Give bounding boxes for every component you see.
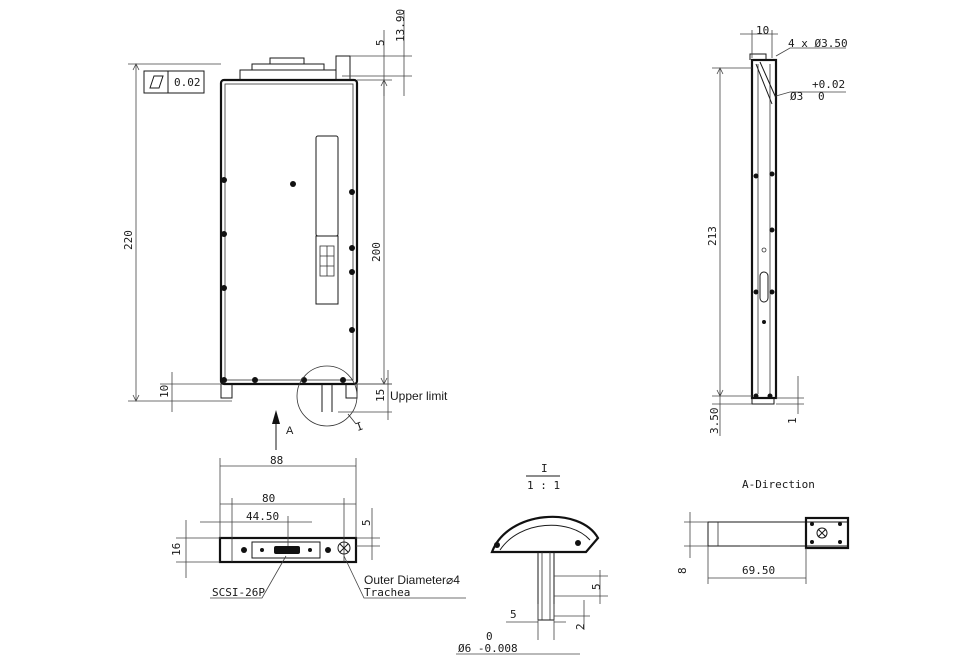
dim-pin-tol-lower: 0 [818,90,825,103]
detail-view: I 1 : 1 5 5 2 0 Ø6 -0.008 [456,462,608,655]
side-holes [753,171,775,399]
dim-88-label: 88 [270,454,283,467]
front-top-right-stub [335,55,351,81]
front-top-header [239,57,337,80]
front-bottom-foot [220,384,358,399]
dim-88-lines [219,458,357,538]
flatness-symbol-icon [149,75,164,89]
scsi-connector [251,541,321,559]
front-body-inner [224,83,354,381]
dim-bottom-5-lines [356,508,380,560]
dim-16-label: 16 [170,543,183,556]
dim-80-label: 80 [262,492,275,505]
dim-detail-tol-upper: 0 [486,630,493,643]
leader-scsi [210,555,287,599]
dim-15-label: 15 [374,389,387,402]
dim-a-69-lines [707,546,807,584]
dim-detail-diameter: Ø6 -0.008 [458,642,518,655]
detail-stem [537,552,555,621]
dim-220-lines [128,63,232,402]
dim-213-label: 213 [706,226,719,246]
dim-13-90-label: 13.90 [394,9,407,42]
side-view: 10 4 x Ø3.50 +0.02 Ø3 0 213 3.50 1 [706,24,848,436]
side-top-detail [755,61,777,105]
dim-16-lines [176,520,220,578]
dim-a-69-label: 69.50 [742,564,775,577]
scsi-label: SCSI-26P [212,586,265,599]
dim-a-8-lines [684,512,708,558]
dim-10-label: 10 [158,385,171,398]
dim-15-lines [338,370,392,420]
dim-220-label: 220 [122,230,135,250]
dim-bottom-5-label: 5 [360,519,373,526]
dim-213-lines [712,67,752,397]
side-slot [759,271,769,303]
leader-pin [775,91,846,97]
front-slot [315,135,339,237]
detail-scale: 1 : 1 [527,479,560,492]
leader-trachea [343,555,466,599]
trachea-label-2: Trachea [364,586,410,599]
dim-pin-nominal: Ø3 [790,90,803,103]
dim-5-label: 5 [374,39,387,46]
a-dir-block [804,516,850,550]
dim-80-lines [220,498,356,538]
dim-pin-tol-upper: +0.02 [812,78,845,91]
dim-top-lines [342,10,412,96]
front-slot-detail [315,235,339,305]
dim-side-10-lines [740,30,778,58]
dim-side-1-lines [776,376,804,414]
front-mounting-holes [221,177,355,383]
dim-detail-5-label: 5 [510,608,517,621]
front-section-mark: I [354,419,365,433]
dim-44-50-lines [200,516,312,546]
dim-detail-right-5: 5 [590,583,603,590]
upper-limit-label: Upper limit [390,389,448,403]
side-body-outline [750,58,778,400]
flatness-frame [143,70,205,94]
dim-holes-label: 4 x Ø3.50 [788,37,848,50]
dim-10-lines [160,372,221,412]
view-arrow-a-label: A [286,425,294,437]
dim-a-8-label: 8 [676,567,689,574]
front-detail-leader [347,413,357,425]
a-direction-title: A-Direction [742,478,815,491]
detail-dome [490,515,600,554]
front-trachea-stub [321,384,333,412]
a-direction-view: A-Direction 8 69.50 [676,478,850,584]
bottom-view: 88 80 44.50 5 16 SCSI-26P Outer Diameter… [170,454,466,599]
side-bottom-cap [751,398,775,405]
front-view: I 0.02 220 10 200 5 13.90 15 Upper limit… [122,9,448,450]
front-detail-circle [296,365,358,427]
dim-44-50-label: 44.50 [246,510,279,523]
dim-detail-right-2: 2 [574,623,587,630]
dim-side-1-label: 1 [786,417,799,424]
dim-detail-right-lines [554,570,608,630]
dim-200-lines [357,79,392,385]
side-top-cap [749,53,767,60]
dim-side-10-label: 10 [756,24,769,37]
dim-detail-5-lines [506,604,566,640]
front-body-outline [219,78,359,386]
front-slot-marks [320,246,334,276]
flatness-value: 0.02 [174,76,201,89]
trachea-fitting [337,541,351,555]
dim-3-50-lines [712,390,752,436]
leader-holes [775,47,846,57]
detail-title-mark: I [541,462,548,475]
dim-3-50-label: 3.50 [708,408,721,435]
trachea-label-1: Outer Diameter⌀4 [364,573,460,587]
dim-200-label: 200 [370,242,383,262]
